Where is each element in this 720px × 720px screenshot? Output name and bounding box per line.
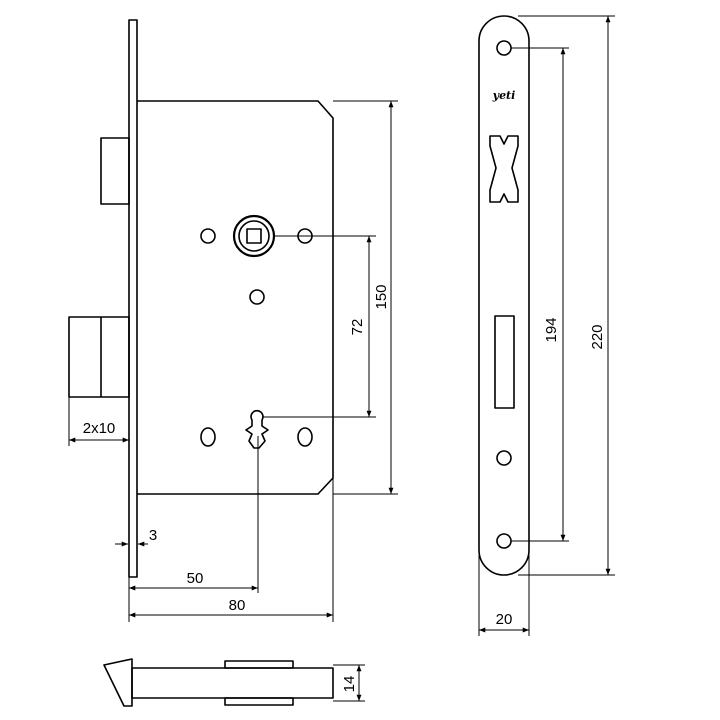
- bottom-view: [103, 658, 334, 707]
- front-view-dimensions: 194 220 20: [478, 15, 615, 636]
- follower-hub: [232, 214, 276, 258]
- dead-bolt: [68, 316, 130, 398]
- side-view: [68, 19, 334, 578]
- screw-hole-bottom: [496, 533, 512, 549]
- brand-logo: yeti: [492, 89, 516, 102]
- side-view-dimensions: 150 72 2x10 3 50 80: [68, 100, 398, 622]
- latch-bolt: [100, 137, 130, 205]
- faceplate-front: [478, 15, 530, 576]
- bottom-view-dimensions: 14: [333, 664, 365, 702]
- latch-projection-dimension: 2x10: [83, 420, 116, 437]
- keyhole: [245, 409, 269, 449]
- fixing-hole: [200, 228, 216, 244]
- lock-body: [137, 100, 334, 495]
- body-depth-dimension: 80: [229, 597, 246, 614]
- follower-hole: [496, 450, 512, 466]
- body-height-dimension: 150: [373, 284, 390, 309]
- fixing-hole: [200, 427, 216, 447]
- latch-opening: [489, 135, 519, 203]
- front-view: yeti: [478, 15, 530, 576]
- latch-housing-plan-bottom: [224, 697, 294, 706]
- latch-housing-plan: [224, 660, 294, 669]
- centers-dimension: 72: [349, 319, 366, 336]
- faceplate-thickness-dimension: 3: [149, 527, 157, 544]
- backset-dimension: 50: [187, 570, 204, 587]
- faceplate-height-dimension: 220: [589, 324, 606, 349]
- faceplate-width-dimension: 20: [496, 611, 513, 628]
- spindle-square: [246, 228, 262, 244]
- fixing-hole: [297, 427, 313, 447]
- latch-thickness-dimension: 14: [341, 676, 358, 693]
- deadbolt-opening: [494, 315, 515, 409]
- side-faceplate: [128, 19, 138, 578]
- screw-hole-top: [496, 40, 512, 56]
- fixing-hole: [249, 289, 265, 305]
- latch-tip: [103, 658, 133, 707]
- latch-body-plan: [131, 667, 334, 699]
- fixing-centers-dimension: 194: [543, 317, 560, 342]
